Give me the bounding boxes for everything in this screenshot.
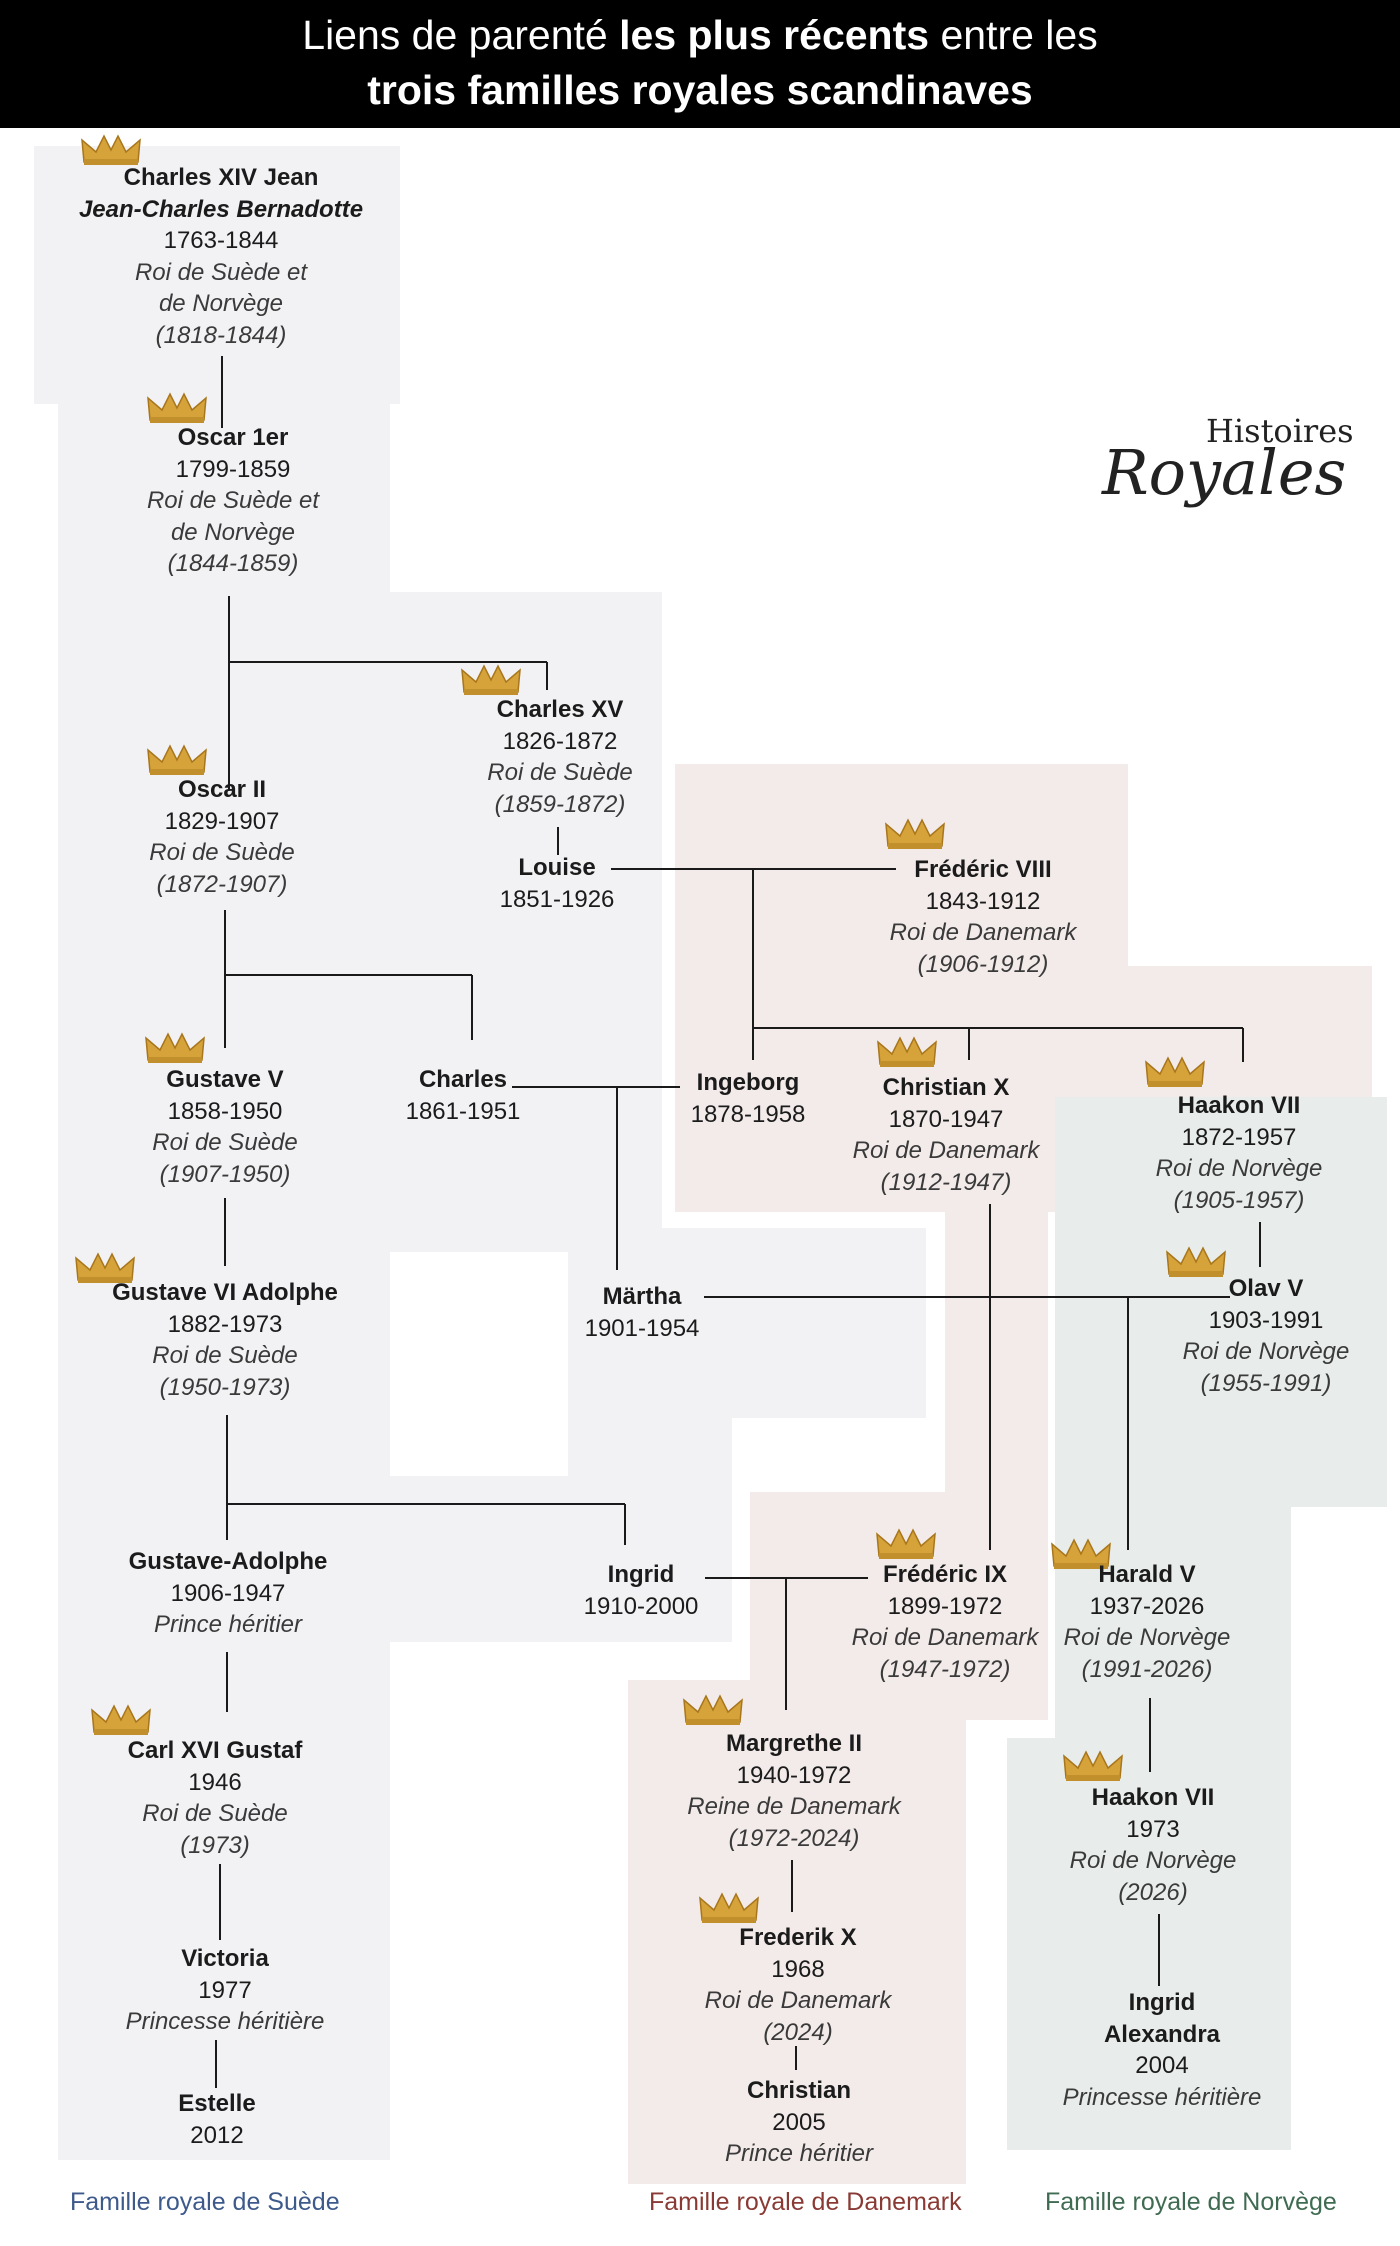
- norway-region-top: [1055, 1097, 1387, 1507]
- person-harald-v: Harald V 1937-2026 Roi de Norvège (1991-…: [1063, 1561, 1231, 1683]
- norway-region-middle: [1055, 1497, 1291, 1747]
- region-gap: [390, 1252, 568, 1476]
- person-gustave-v: Gustave V 1858-1950 Roi de Suède (1907-1…: [152, 1066, 298, 1188]
- person-ingrid-alexandra: Ingrid Alexandra 2004 Princesse héritièr…: [1062, 1989, 1262, 2111]
- person-carl-xvi-gustaf: Carl XVI Gustaf 1946 Roi de Suède (1973): [127, 1737, 303, 1859]
- crown-icon: [147, 392, 207, 423]
- person-frederic-viii: Frédéric VIII 1843-1912 Roi de Danemark …: [889, 856, 1077, 978]
- person-louise: Louise 1851-1926: [499, 854, 615, 913]
- legend-sweden: Famille royale de Suède: [70, 2188, 340, 2216]
- person-christian: Christian 2005 Prince héritier: [724, 2077, 874, 2167]
- person-haakon-vii-2026: Haakon VII 1973 Roi de Norvège (2026): [1069, 1784, 1237, 1906]
- crown-icon: [75, 1252, 135, 1283]
- crown-icon: [885, 818, 945, 849]
- histoires-royales-logo: Histoires Royales: [1100, 398, 1360, 518]
- person-martha: Märtha 1901-1954: [584, 1283, 700, 1342]
- crown-icon: [1063, 1750, 1123, 1781]
- header-banner: Liens de parenté les plus récents entre …: [0, 0, 1400, 128]
- person-ingrid: Ingrid 1910-2000: [583, 1561, 699, 1620]
- crown-icon: [1166, 1246, 1226, 1277]
- crown-icon: [91, 1704, 151, 1735]
- person-charles: Charles 1861-1951: [405, 1066, 521, 1125]
- crown-icon: [81, 134, 141, 165]
- crown-icon: [147, 744, 207, 775]
- person-frederik-x: Frederik X 1968 Roi de Danemark (2024): [704, 1924, 892, 2046]
- crown-icon: [145, 1032, 205, 1063]
- person-oscar-1er: Oscar 1er 1799-1859 Roi de Suède et de N…: [146, 424, 320, 577]
- sweden-region-branch: [380, 592, 662, 1232]
- logo-line-1: Histoires: [1206, 412, 1354, 450]
- crown-icon: [876, 1528, 936, 1559]
- person-olav-v: Olav V 1903-1991 Roi de Norvège (1955-19…: [1182, 1275, 1350, 1397]
- person-estelle: Estelle 2012: [178, 2090, 256, 2149]
- norway-region-bottom: [1007, 1738, 1291, 2150]
- person-gustave-adolphe: Gustave-Adolphe 1906-1947 Prince héritie…: [128, 1548, 328, 1638]
- person-haakon-vii: Haakon VII 1872-1957 Roi de Norvège (190…: [1155, 1092, 1323, 1214]
- legend-norway: Famille royale de Norvège: [1045, 2188, 1337, 2216]
- crown-icon: [461, 664, 521, 695]
- person-charles-xiv-jean: Charles XIV Jean Jean-Charles Bernadotte…: [78, 164, 364, 349]
- crown-icon: [1145, 1056, 1205, 1087]
- person-gustave-vi-adolphe: Gustave VI Adolphe 1882-1973 Roi de Suèd…: [112, 1279, 338, 1401]
- legend-denmark: Famille royale de Danemark: [649, 2188, 962, 2216]
- person-ingeborg: Ingeborg 1878-1958: [690, 1069, 806, 1128]
- title-line-2: trois familles royales scandinaves: [367, 67, 1033, 113]
- crown-icon: [699, 1892, 759, 1923]
- logo-line-2: Royales: [1102, 436, 1347, 509]
- sweden-region-top: [34, 146, 400, 404]
- person-oscar-ii: Oscar II 1829-1907 Roi de Suède (1872-19…: [149, 776, 295, 898]
- denmark-region-bottom: [628, 1680, 966, 2184]
- person-charles-xv: Charles XV 1826-1872 Roi de Suède (1859-…: [487, 696, 633, 818]
- title-line-1: Liens de parenté les plus récents entre …: [302, 12, 1098, 58]
- person-margrethe-ii: Margrethe II 1940-1972 Reine de Danemark…: [687, 1730, 901, 1852]
- person-frederic-ix: Frédéric IX 1899-1972 Roi de Danemark (1…: [851, 1561, 1039, 1683]
- person-victoria: Victoria 1977 Princesse héritière: [125, 1945, 325, 2035]
- crown-icon: [1051, 1538, 1111, 1569]
- crown-icon: [877, 1036, 937, 1067]
- crown-icon: [683, 1694, 743, 1725]
- person-christian-x: Christian X 1870-1947 Roi de Danemark (1…: [852, 1074, 1040, 1196]
